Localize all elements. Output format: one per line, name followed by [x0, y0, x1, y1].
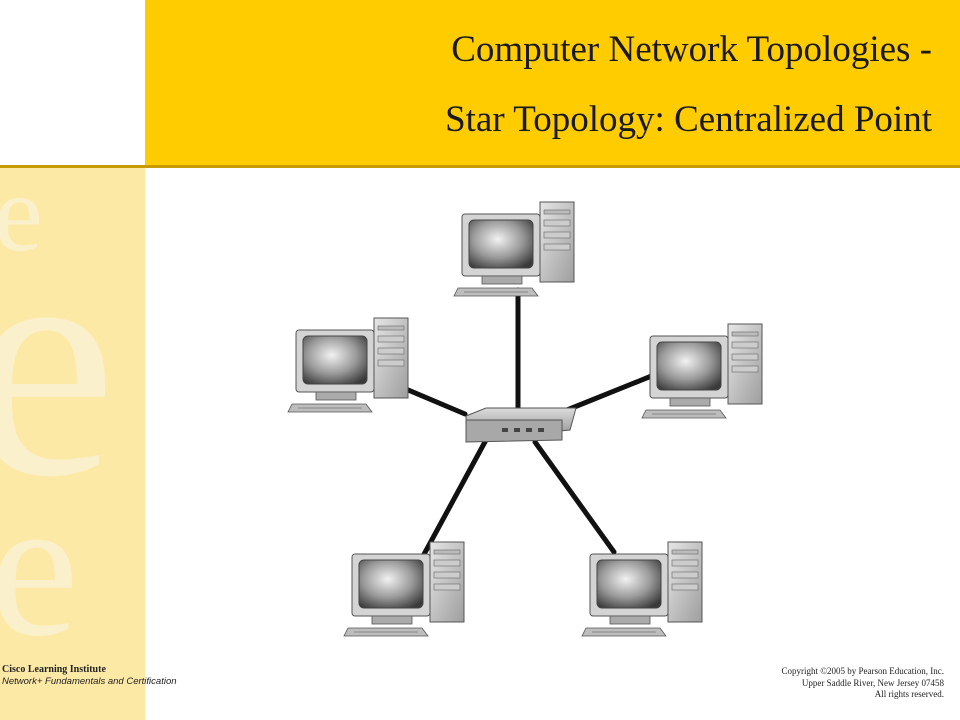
course-name: Network+ Fundamentals and Certification — [2, 676, 177, 687]
slide-title-line1: Computer Network Topologies - — [451, 29, 932, 70]
computer-lower-left-icon — [343, 541, 465, 637]
computer-lower-right-icon — [581, 541, 703, 637]
title-banner: Computer Network Topologies - Star Topol… — [145, 0, 960, 165]
letter-e-decoration-small: e — [0, 168, 43, 274]
header-rule — [0, 165, 960, 168]
computer-upper-left-icon — [287, 317, 409, 413]
corner-blank — [0, 0, 145, 168]
cables — [365, 287, 657, 561]
copyright-line2: Upper Saddle River, New Jersey 07458 — [801, 677, 944, 688]
computer-upper-right-icon — [641, 323, 763, 419]
slide-title-line2: Star Topology: Centralized Point — [445, 99, 932, 140]
footer-left: Cisco Learning Institute Network+ Fundam… — [2, 664, 177, 688]
computer-top-icon — [453, 201, 575, 297]
cable-lower-left — [419, 437, 489, 561]
copyright-line3: All rights reserved. — [874, 689, 944, 699]
star-topology-diagram — [287, 201, 763, 637]
letter-e-decoration-large: e — [0, 180, 117, 545]
copyright-line1: Copyright ©2005 by Pearson Education, In… — [781, 666, 944, 676]
copyright-notice: Copyright ©2005 by Pearson Education, In… — [781, 666, 944, 701]
letter-e-decoration-medium: e — [0, 457, 79, 678]
cable-upper-right — [564, 372, 657, 413]
institute-name: Cisco Learning Institute — [2, 664, 106, 675]
decorative-sidebar: e e e — [0, 168, 145, 720]
cable-lower-right — [532, 439, 617, 555]
hub-icon — [465, 407, 577, 443]
